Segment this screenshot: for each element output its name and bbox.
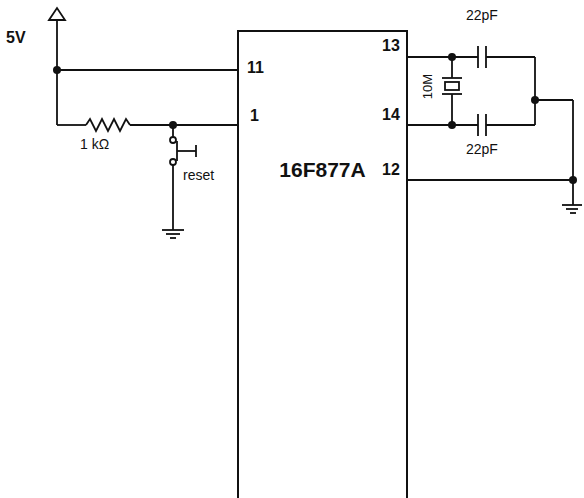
capacitor-value: 22pF bbox=[466, 142, 498, 156]
switch-contact bbox=[170, 137, 176, 143]
pin-number: 14 bbox=[382, 107, 400, 123]
chip-body: 16F877A bbox=[237, 30, 408, 498]
wire bbox=[534, 57, 536, 125]
wire bbox=[486, 56, 535, 58]
capacitor-value: 22pF bbox=[466, 8, 498, 22]
wire bbox=[57, 69, 237, 71]
crystal-symbol bbox=[442, 57, 462, 125]
push-button bbox=[177, 150, 196, 152]
wire bbox=[486, 124, 535, 126]
pin-number: 13 bbox=[382, 38, 400, 54]
push-button bbox=[195, 145, 197, 157]
ground-symbol bbox=[162, 230, 184, 238]
crystal-value: 10M bbox=[421, 73, 434, 98]
resistor-value: 1 kΩ bbox=[80, 137, 109, 151]
wire bbox=[572, 100, 574, 205]
wire bbox=[408, 56, 478, 58]
capacitor-symbol bbox=[478, 46, 486, 68]
supply-symbol bbox=[49, 8, 65, 20]
wire bbox=[57, 124, 86, 126]
junction-dots bbox=[53, 53, 577, 184]
wire bbox=[408, 179, 573, 181]
wire bbox=[172, 165, 174, 230]
wire bbox=[535, 99, 573, 101]
switch-contact bbox=[170, 159, 176, 165]
wire bbox=[408, 124, 478, 126]
wire bbox=[130, 124, 237, 126]
chip-name: 16F877A bbox=[239, 158, 406, 182]
resistor-symbol bbox=[86, 119, 130, 131]
supply-label: 5V bbox=[6, 30, 26, 46]
pin-number: 11 bbox=[247, 60, 264, 76]
switch-label: reset bbox=[183, 168, 214, 182]
pin-number: 1 bbox=[250, 108, 259, 124]
capacitor-symbol bbox=[478, 114, 486, 136]
ground-symbol bbox=[562, 205, 582, 213]
pin-number: 12 bbox=[382, 162, 400, 178]
